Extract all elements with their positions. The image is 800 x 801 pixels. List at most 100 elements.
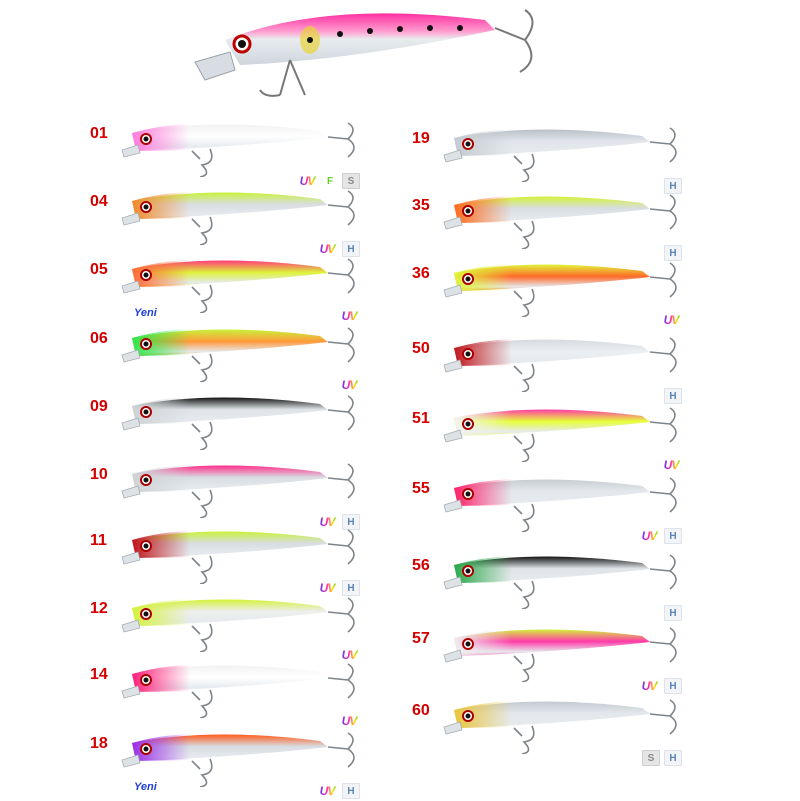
lure-code: 55	[412, 480, 430, 497]
h-badge-icon: H	[342, 514, 360, 530]
lure-code: 05	[90, 261, 108, 278]
lure-icon	[121, 463, 355, 519]
lure-item-50[interactable]: 50 H	[412, 330, 692, 406]
feature-badges: UV	[660, 313, 682, 327]
uv-badge-icon: UV	[338, 378, 360, 392]
lure-icon	[443, 407, 677, 463]
lure-item-51[interactable]: 51 UV	[412, 400, 692, 476]
lure-code: 04	[90, 193, 108, 210]
lure-icon	[121, 258, 355, 314]
lure-icon	[443, 699, 677, 755]
lure-item-11[interactable]: 11 UV H	[90, 522, 370, 598]
lure-item-10[interactable]: 10 UV H	[90, 456, 370, 532]
uv-badge-icon: UV	[316, 581, 338, 595]
feature-badges: H	[664, 245, 682, 261]
featured-lure-image	[185, 0, 555, 100]
uv-badge-icon: UV	[316, 784, 338, 798]
feature-badges: UV	[660, 458, 682, 472]
lure-icon	[443, 554, 677, 610]
new-badge: Yeni	[134, 307, 157, 319]
uv-badge-icon: UV	[338, 648, 360, 662]
feature-badges: UV	[338, 378, 360, 392]
lure-image	[120, 388, 370, 451]
lure-image	[120, 183, 370, 246]
feature-badges: H	[664, 388, 682, 404]
lure-icon	[121, 395, 355, 451]
lure-image	[442, 547, 692, 610]
lure-image	[442, 330, 692, 393]
h-badge-icon: H	[342, 241, 360, 257]
s-badge-icon: S	[342, 173, 360, 189]
lure-code: 18	[90, 735, 108, 752]
lure-image	[442, 255, 692, 318]
lure-item-19[interactable]: 19 H	[412, 120, 692, 196]
lure-code: 14	[90, 666, 108, 683]
lure-icon	[443, 477, 677, 533]
h-badge-icon: H	[664, 750, 682, 766]
h-badge-icon: H	[664, 678, 682, 694]
lure-icon	[121, 190, 355, 246]
feature-badges: UV	[338, 714, 360, 728]
lure-icon	[121, 732, 355, 788]
new-badge: Yeni	[134, 781, 157, 793]
lure-item-36[interactable]: 36 UV	[412, 255, 692, 331]
lure-code: 51	[412, 410, 430, 427]
lure-code: 50	[412, 340, 430, 357]
lure-code: 19	[412, 130, 430, 147]
lure-image	[120, 522, 370, 585]
lure-code: 09	[90, 398, 108, 415]
lure-item-04[interactable]: 04 UV H	[90, 183, 370, 259]
lure-item-09[interactable]: 09	[90, 388, 370, 464]
uv-badge-icon: UV	[296, 174, 318, 188]
h-badge-icon: H	[664, 178, 682, 194]
lure-item-18[interactable]: 18 UV H Yeni	[90, 725, 370, 801]
uv-badge-icon: UV	[338, 714, 360, 728]
lure-image	[120, 456, 370, 519]
h-badge-icon: H	[342, 783, 360, 799]
uv-badge-icon: UV	[638, 679, 660, 693]
lure-item-12[interactable]: 12 UV	[90, 590, 370, 666]
uv-badge-icon: UV	[316, 242, 338, 256]
lure-code: 06	[90, 330, 108, 347]
lure-image	[120, 590, 370, 653]
uv-badge-icon: UV	[316, 515, 338, 529]
lure-image	[442, 187, 692, 250]
lure-item-05[interactable]: 05 UV Yeni	[90, 251, 370, 327]
f-badge-icon: F	[322, 174, 338, 188]
lure-code: 11	[90, 532, 107, 549]
lure-image	[120, 251, 370, 314]
lure-image	[120, 725, 370, 788]
uv-badge-icon: UV	[338, 309, 360, 323]
lure-code: 36	[412, 265, 430, 282]
lure-image	[442, 692, 692, 755]
h-badge-icon: H	[342, 580, 360, 596]
feature-badges: UV	[338, 309, 360, 323]
h-badge-icon: H	[664, 245, 682, 261]
lure-item-14[interactable]: 14 UV	[90, 656, 370, 732]
lure-icon	[443, 627, 677, 683]
lure-item-06[interactable]: 06 UV	[90, 320, 370, 396]
lure-icon	[443, 337, 677, 393]
s-badge-icon: S	[642, 750, 660, 766]
lure-item-56[interactable]: 56 H	[412, 547, 692, 623]
lure-code: 10	[90, 466, 108, 483]
feature-badges: UV H	[638, 678, 682, 694]
h-badge-icon: H	[664, 605, 682, 621]
lure-icon	[121, 327, 355, 383]
lure-code: 35	[412, 197, 430, 214]
lure-image	[442, 400, 692, 463]
lure-icon	[443, 127, 677, 183]
lure-item-35[interactable]: 35 H	[412, 187, 692, 263]
lure-code: 12	[90, 600, 108, 617]
h-badge-icon: H	[664, 388, 682, 404]
lure-code: 60	[412, 702, 430, 719]
h-badge-icon: H	[664, 528, 682, 544]
feature-badges: H	[664, 178, 682, 194]
